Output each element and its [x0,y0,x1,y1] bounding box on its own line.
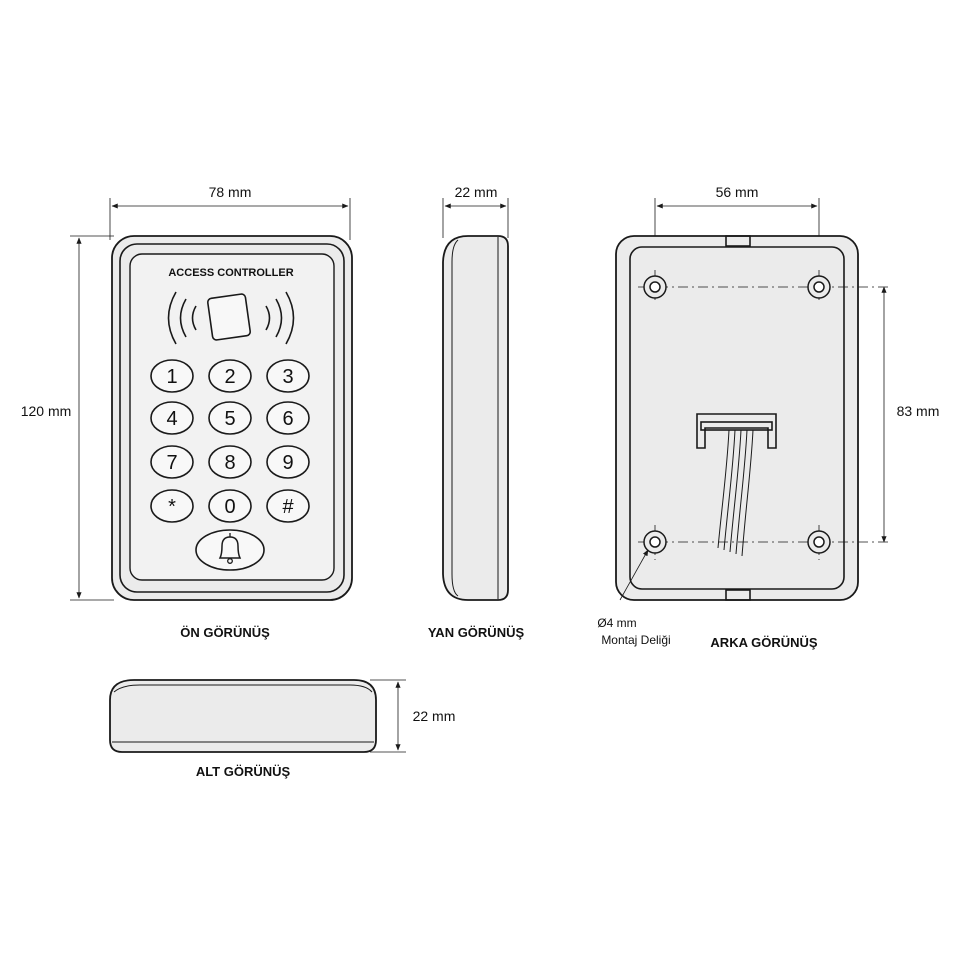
front-view: 78 mm 120 mm ACCESS CONTROLLER 1 2 3 4 5 6 7 8 9… [21,184,353,640]
front-view-caption: ÖN GÖRÜNÜŞ [180,625,270,640]
keypad-key-label: 1 [166,366,177,388]
front-height-label: 120 mm [21,403,72,419]
front-width-label: 78 mm [209,184,252,200]
back-housing-inner [629,246,845,590]
keypad-key-5[interactable]: 5 [208,401,252,435]
keypad-key-hash[interactable]: # [266,489,310,523]
side-width-label: 22 mm [455,184,498,200]
rfid-card-icon [206,293,252,341]
cable-wires [717,429,754,557]
back-height-label: 83 mm [897,403,940,419]
side-view: 22 mm YAN GÖRÜNÜŞ [428,184,525,640]
keypad-key-label: 0 [224,496,235,518]
keypad-key-1[interactable]: 1 [150,359,194,393]
back-view-caption: ARKA GÖRÜNÜŞ [710,635,817,650]
keypad-key-label: * [168,496,176,518]
hole-diameter-label: Ø4 mm [597,616,636,630]
keypad-key-4[interactable]: 4 [150,401,194,435]
keypad-key-0[interactable]: 0 [208,489,252,523]
keypad-key-label: 9 [282,452,293,474]
back-view: 56 mm 83 mm [597,184,939,650]
brand-text: ACCESS CONTROLLER [168,267,293,279]
keypad-key-label: 6 [282,408,293,430]
mounting-hole-top-left [643,275,667,299]
bottom-view-caption: ALT GÖRÜNÜŞ [196,764,291,779]
bottom-bevel-top [113,684,373,693]
hole-leader-line [619,549,649,601]
keypad-key-label: 3 [282,366,293,388]
side-bevel-line-1 [451,239,459,597]
back-bottom-clip [725,589,751,601]
cable-outlet [696,413,777,449]
mounting-hole-bottom-right [807,530,831,554]
front-housing-inner-edge [119,243,345,593]
doorbell-icon [218,533,242,564]
keypad-key-label: # [282,496,294,518]
keypad-key-6[interactable]: 6 [266,401,310,435]
rfid-wave-right-icon [265,291,295,345]
back-width-label: 56 mm [716,184,759,200]
side-housing [442,235,509,601]
keypad: 1 2 3 4 5 6 7 8 9 * 0 # [150,359,310,523]
keypad-key-label: 7 [166,452,177,474]
hole-note-label: Montaj Deliği [601,633,670,647]
keypad-key-8[interactable]: 8 [208,445,252,479]
doorbell-button[interactable] [195,529,265,571]
mounting-hole-bottom-left [643,530,667,554]
bottom-housing [109,679,377,753]
mounting-hole-top-right [807,275,831,299]
keypad-key-label: 4 [166,408,177,430]
side-view-caption: YAN GÖRÜNÜŞ [428,625,525,640]
keypad-key-7[interactable]: 7 [150,445,194,479]
bottom-view: 22 mm ALT GÖRÜNÜŞ [109,679,456,779]
back-top-clip [725,235,751,247]
bottom-height-label: 22 mm [413,708,456,724]
keypad-key-label: 8 [224,452,235,474]
keypad-key-9[interactable]: 9 [266,445,310,479]
keypad-key-label: 5 [224,408,235,430]
keypad-key-2[interactable]: 2 [208,359,252,393]
rfid-wave-left-icon [167,291,197,345]
keypad-key-3[interactable]: 3 [266,359,310,393]
keypad-key-star[interactable]: * [150,489,194,523]
keypad-key-label: 2 [224,366,235,388]
